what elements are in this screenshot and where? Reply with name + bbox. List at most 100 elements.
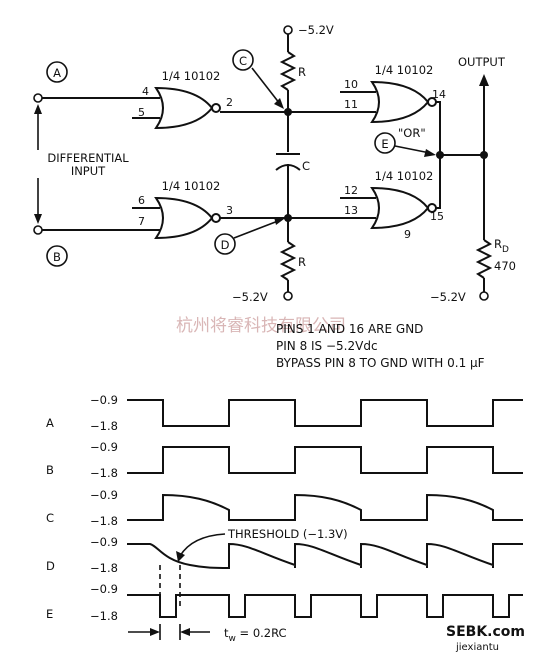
or-label: "OR" <box>398 126 426 140</box>
node-d-circle <box>214 233 236 255</box>
waveform-b <box>127 446 523 474</box>
watermark-text: 杭州将睿科技有限公司 <box>176 316 346 336</box>
row-label-c: C <box>46 511 54 525</box>
gate-1-pin-out: 2 <box>226 96 233 109</box>
waveform-e <box>127 594 523 618</box>
supply-top-terminal <box>283 25 293 35</box>
input-terminal-b <box>33 225 43 235</box>
tw-label: tw = 0.2RC <box>224 626 287 644</box>
output-arrowhead <box>479 74 489 86</box>
input-label-line1: DIFFERENTIAL <box>47 151 129 165</box>
timing-diagram: A −0.9 −1.8 B −0.9 −1.8 C −0.9 −1.8 D −0… <box>46 393 523 644</box>
input-label-line2: INPUT <box>71 164 106 178</box>
gate-1-pin-in2: 5 <box>138 106 145 119</box>
waveform-c <box>127 493 523 521</box>
nor-gate-1 <box>154 86 214 130</box>
row-label-a: A <box>46 416 54 430</box>
node-c-circle <box>232 49 254 71</box>
gate-2-pin-in2: 7 <box>138 215 145 228</box>
resistor-top <box>279 51 297 91</box>
node-e-label: E <box>381 137 388 151</box>
site-logo: SEBK.com jiexiantu <box>446 624 525 653</box>
nor-gate-3 <box>370 80 430 124</box>
arrow-head-down <box>34 214 42 224</box>
gate-2-pin-out: 3 <box>226 204 233 217</box>
resistor-bottom <box>279 241 297 281</box>
output-label: OUTPUT <box>458 55 506 69</box>
row-d-low-level: −1.8 <box>90 561 118 575</box>
supply-bottom-left-label: −5.2V <box>232 290 268 304</box>
resistor-rd-label: RD <box>494 237 509 255</box>
timing-row-b: B −0.9 −1.8 <box>46 440 523 480</box>
tw-arrow-right <box>180 628 190 636</box>
timing-row-e: E −0.9 −1.8 <box>46 582 523 623</box>
gate-2-bubble <box>211 213 221 223</box>
wire-g4-out <box>436 155 441 209</box>
node-e-pointer <box>394 145 431 154</box>
threshold-pointer <box>179 533 226 557</box>
input-label-bg <box>22 150 152 178</box>
junction-e <box>436 151 444 159</box>
input-terminal-a <box>33 93 43 103</box>
nor-gate-2 <box>154 196 214 240</box>
row-e-high-level: −0.9 <box>90 582 118 596</box>
row-label-e: E <box>46 607 53 621</box>
gate-1-bubble <box>211 103 221 113</box>
gate-4-name: 1/4 10102 <box>375 169 434 183</box>
threshold-arrowhead <box>176 551 185 562</box>
resistor-top-label: R <box>298 65 306 79</box>
capacitor-label: C <box>302 159 310 173</box>
row-e-low-level: −1.8 <box>90 609 118 623</box>
threshold-label: THRESHOLD (−1.3V) <box>227 527 348 541</box>
wire-g3-out <box>436 101 441 155</box>
node-a-label: A <box>53 66 61 80</box>
logo-subtext: jiexiantu <box>455 642 499 653</box>
note-line-2: PIN 8 IS −5.2Vdc <box>276 339 378 353</box>
row-c-low-level: −1.8 <box>90 514 118 528</box>
gate-3-name: 1/4 10102 <box>375 63 434 77</box>
row-d-high-level: −0.9 <box>90 535 118 549</box>
timing-row-c: C −0.9 −1.8 <box>46 488 523 528</box>
waveform-a <box>127 399 523 427</box>
arrow-head-up <box>34 104 42 114</box>
row-label-d: D <box>46 559 55 573</box>
node-b-circle <box>46 245 68 267</box>
resistor-rd <box>475 239 493 279</box>
gate-4-pin-in1: 12 <box>344 184 358 197</box>
note-line-1: PINS 1 AND 16 ARE GND <box>276 322 423 336</box>
nor-gate-4 <box>370 186 430 230</box>
row-a-high-level: −0.9 <box>90 393 118 407</box>
tw-arrow-left <box>150 628 160 636</box>
gate-4-pin-in2: 13 <box>344 204 358 217</box>
row-label-b: B <box>46 463 54 477</box>
logo-brand: SEBK.com <box>446 624 525 640</box>
supply-top-label: −5.2V <box>298 23 334 37</box>
schematic: A B DIFFERENTIAL INPUT 1/4 10102 4 5 2 1… <box>22 23 516 370</box>
node-b-label: B <box>53 250 61 264</box>
row-b-high-level: −0.9 <box>90 440 118 454</box>
node-c-arrowhead <box>274 98 284 109</box>
row-b-low-level: −1.8 <box>90 466 118 480</box>
node-e-arrowhead <box>424 149 436 157</box>
gate-4-pin-out: 15 <box>430 210 444 223</box>
node-d-label: D <box>221 238 230 252</box>
resistor-bottom-label: R <box>298 255 306 269</box>
timing-row-d: D −0.9 −1.8 THRESHOLD (−1.3V) <box>46 527 523 608</box>
node-c-pointer <box>251 67 281 105</box>
resistor-rd-value: 470 <box>494 259 516 273</box>
timing-row-a: A −0.9 −1.8 <box>46 393 523 433</box>
gate-3-pin-in2: 11 <box>344 98 358 111</box>
supply-bottom-left-terminal <box>283 291 293 301</box>
node-d-pointer <box>233 220 279 239</box>
row-a-low-level: −1.8 <box>90 419 118 433</box>
gate-2-pin-in1: 6 <box>138 194 145 207</box>
waveform-d <box>127 542 523 570</box>
gate-4-pin-extra: 9 <box>404 228 411 241</box>
gate-3-pin-out: 14 <box>432 88 446 101</box>
gate-1-name: 1/4 10102 <box>162 69 221 83</box>
gate-2-name: 1/4 10102 <box>162 179 221 193</box>
node-a-circle <box>46 61 68 83</box>
note-line-3: BYPASS PIN 8 TO GND WITH 0.1 μF <box>276 356 485 370</box>
gate-3-pin-in1: 10 <box>344 78 358 91</box>
